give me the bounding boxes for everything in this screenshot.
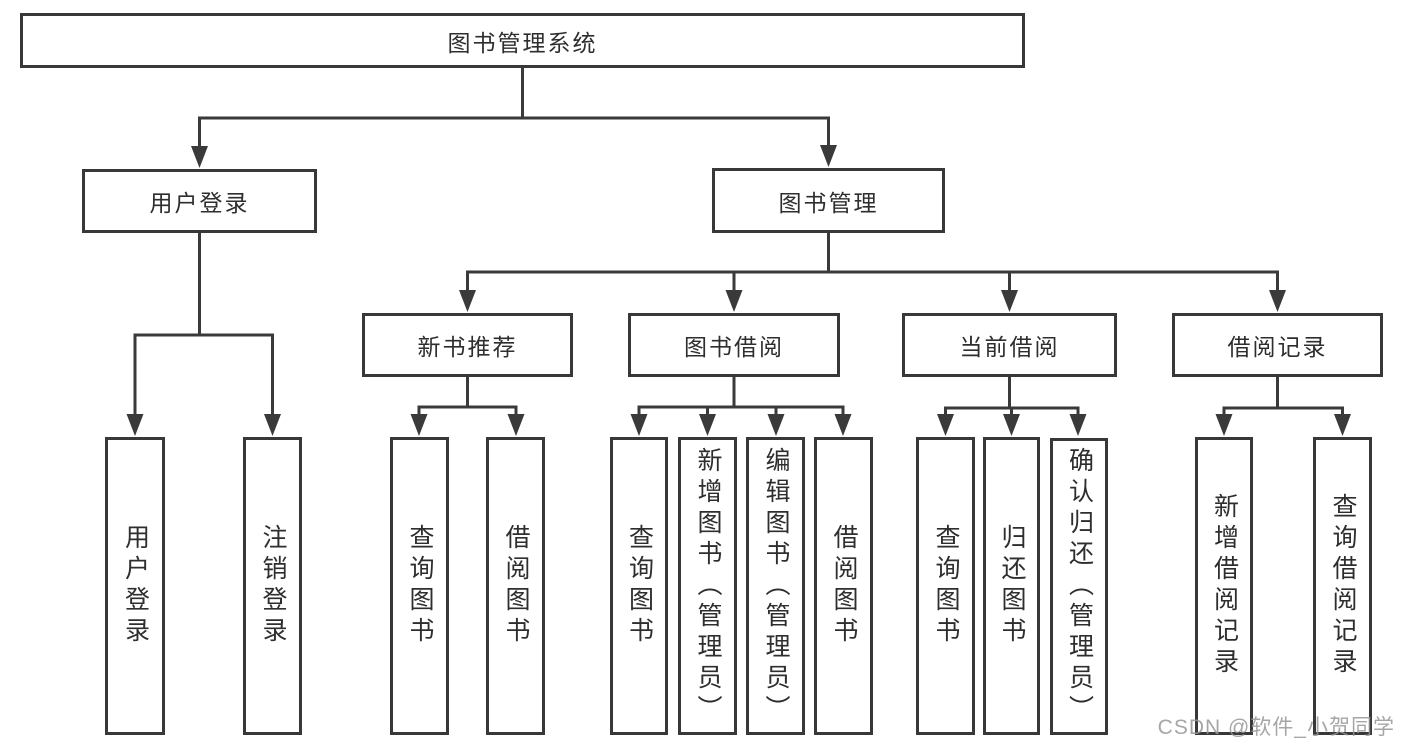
node-add-borrow-record: 新增借阅记录 (1195, 437, 1253, 735)
node-new-book-recommendation: 新书推荐 (362, 313, 573, 377)
node-label: 新增图书（管理员） (694, 446, 722, 726)
node-label: 查询图书 (625, 524, 654, 648)
node-label: 查询借阅记录 (1329, 493, 1357, 679)
node-edit-books-admin: 编辑图书（管理员） (746, 437, 805, 735)
node-label: 新增借阅记录 (1210, 493, 1239, 679)
node-label: 查询图书 (406, 524, 434, 648)
node-label: 借阅图书 (502, 524, 530, 648)
node-user-login: 用户登录 (105, 437, 165, 735)
node-label: 确认归还（管理员） (1065, 447, 1094, 726)
node-book-borrowing: 图书借阅 (628, 313, 840, 377)
node-label: 编辑图书（管理员） (762, 446, 790, 726)
node-return-books: 归还图书 (983, 437, 1040, 735)
node-label: 当前借阅 (959, 334, 1060, 360)
node-label: 新书推荐 (417, 334, 518, 360)
node-label: 归还图书 (998, 524, 1026, 648)
node-library-management-system: 图书管理系统 (20, 13, 1025, 68)
node-label: 借阅图书 (830, 524, 858, 648)
watermark: CSDN @软件_小贺同学 (1157, 716, 1395, 739)
node-label: 图书管理 (778, 189, 879, 216)
node-borrow-books-borrow: 借阅图书 (814, 437, 873, 735)
node-logout-login: 注销登录 (243, 437, 302, 735)
node-borrow-books-recommend: 借阅图书 (486, 437, 545, 735)
node-book-management: 图书管理 (712, 168, 945, 233)
node-label: 图书借阅 (684, 334, 784, 360)
node-borrowing-records: 借阅记录 (1172, 313, 1383, 377)
node-user-login-group: 用户登录 (82, 169, 317, 233)
node-label: 借阅记录 (1227, 334, 1328, 360)
node-query-books-recommend: 查询图书 (390, 437, 449, 735)
node-query-books-current: 查询图书 (916, 437, 975, 735)
arrowhead-icons (126, 145, 1351, 436)
node-label: 查询图书 (932, 524, 960, 648)
node-query-borrow-record: 查询借阅记录 (1313, 437, 1372, 735)
node-current-borrowing: 当前借阅 (902, 313, 1117, 377)
node-add-books-admin: 新增图书（管理员） (678, 437, 737, 735)
node-label: 用户登录 (149, 190, 250, 216)
node-query-books-borrow: 查询图书 (610, 437, 668, 735)
node-confirm-return-admin: 确认归还（管理员） (1050, 438, 1108, 735)
node-label: 用户登录 (121, 524, 150, 648)
node-label: 图书管理系统 (447, 29, 598, 56)
node-label: 注销登录 (259, 524, 287, 648)
